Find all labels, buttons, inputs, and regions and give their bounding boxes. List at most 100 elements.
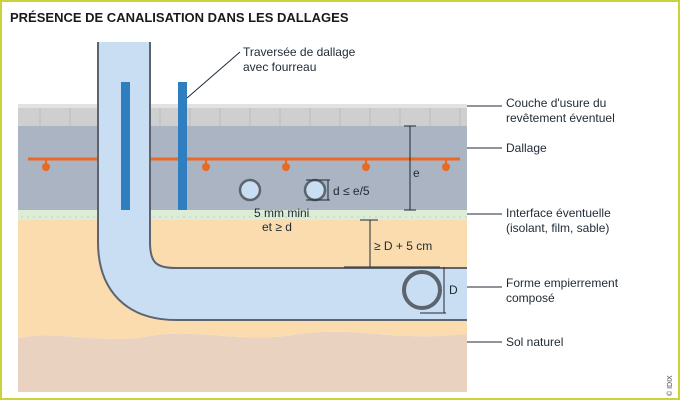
interface-dot bbox=[447, 216, 449, 218]
interface-dot bbox=[63, 216, 65, 218]
label-dallage: Dallage bbox=[506, 141, 547, 155]
interface-dot bbox=[75, 216, 77, 218]
interface-dot bbox=[339, 216, 341, 218]
interface-dot bbox=[399, 216, 401, 218]
interface-dot bbox=[87, 216, 89, 218]
interface-dot bbox=[345, 216, 347, 218]
dim-cover-label: ≥ D + 5 cm bbox=[374, 239, 432, 253]
interface-dot bbox=[243, 216, 245, 218]
interface-dot bbox=[321, 216, 323, 218]
label-couche-line2: revêtement éventuel bbox=[506, 111, 615, 125]
sleeve-right bbox=[178, 82, 187, 210]
interface-dot bbox=[429, 216, 431, 218]
interface-dot bbox=[411, 216, 413, 218]
interface-dot bbox=[459, 216, 461, 218]
interface-dot bbox=[465, 216, 467, 218]
interface-dot bbox=[273, 216, 275, 218]
interface-dot bbox=[255, 216, 257, 218]
interface-dot bbox=[57, 216, 59, 218]
interface-dot bbox=[237, 216, 239, 218]
interface-dot bbox=[309, 216, 311, 218]
interface-dot bbox=[27, 216, 29, 218]
interface-dot bbox=[69, 216, 71, 218]
natural-soil-layer bbox=[18, 331, 467, 392]
large-pipe bbox=[402, 270, 442, 310]
interface-dot bbox=[291, 216, 293, 218]
rebar-tie bbox=[202, 163, 210, 171]
vertical-pipe-fill bbox=[99, 40, 467, 319]
rebar-tie bbox=[42, 163, 50, 171]
interface-dot bbox=[387, 216, 389, 218]
interface-dot bbox=[435, 216, 437, 218]
interface-dot bbox=[165, 216, 167, 218]
credit-label: © IDIX bbox=[666, 375, 674, 396]
interface-dot bbox=[33, 216, 35, 218]
interface-dot bbox=[357, 216, 359, 218]
small-pipe-left bbox=[238, 178, 262, 202]
label-forme-line1: Forme empierrement bbox=[506, 276, 619, 290]
interface-dot bbox=[381, 216, 383, 218]
dim-d-label: d ≤ e/5 bbox=[333, 184, 370, 198]
interface-dot bbox=[183, 216, 185, 218]
dim-e-label: e bbox=[413, 166, 420, 180]
interface-dot bbox=[249, 216, 251, 218]
interface-dot bbox=[333, 216, 335, 218]
interface-dot bbox=[81, 216, 83, 218]
interface-dot bbox=[285, 216, 287, 218]
interface-dot bbox=[201, 216, 203, 218]
interface-dot bbox=[225, 216, 227, 218]
interface-dot bbox=[159, 216, 161, 218]
interface-dot bbox=[453, 216, 455, 218]
rebar-tie bbox=[362, 163, 370, 171]
interface-dot bbox=[393, 216, 395, 218]
label-traversee-line2: avec fourreau bbox=[243, 60, 316, 74]
interface-dot bbox=[195, 216, 197, 218]
rebar-tie bbox=[282, 163, 290, 171]
label-interface-line2: (isolant, film, sable) bbox=[506, 221, 609, 235]
interface-dot bbox=[177, 216, 179, 218]
interface-dot bbox=[375, 216, 377, 218]
interface-dot bbox=[189, 216, 191, 218]
interface-dot bbox=[213, 216, 215, 218]
interface-dot bbox=[423, 216, 425, 218]
label-interface-line1: Interface éventuelle bbox=[506, 206, 611, 220]
interface-dot bbox=[441, 216, 443, 218]
wear-layer-joints bbox=[39, 108, 461, 126]
interface-dot bbox=[219, 216, 221, 218]
interface-dot bbox=[405, 216, 407, 218]
spacing-note-line2: et ≥ d bbox=[262, 220, 292, 234]
interface-dot bbox=[267, 216, 269, 218]
label-forme-line2: composé bbox=[506, 291, 555, 305]
interface-dot bbox=[93, 216, 95, 218]
interface-dot bbox=[39, 216, 41, 218]
spacing-note-line1: 5 mm mini bbox=[254, 206, 309, 220]
wear-layer-top bbox=[18, 104, 467, 108]
interface-dot bbox=[207, 216, 209, 218]
sleeve-left bbox=[121, 82, 130, 210]
interface-dot bbox=[51, 216, 53, 218]
interface-dot bbox=[363, 216, 365, 218]
interface-dot bbox=[21, 216, 23, 218]
label-couche-line1: Couche d'usure du bbox=[506, 96, 606, 110]
small-pipe-right bbox=[303, 178, 327, 202]
interface-dot bbox=[279, 216, 281, 218]
rebar-tie bbox=[442, 163, 450, 171]
label-traversee-line1: Traversée de dallage bbox=[243, 45, 356, 59]
dim-D-label: D bbox=[449, 283, 458, 297]
diagram-title: PRÉSENCE DE CANALISATION DANS LES DALLAG… bbox=[10, 10, 349, 25]
interface-dot bbox=[297, 216, 299, 218]
interface-dot bbox=[417, 216, 419, 218]
leader-traversee bbox=[186, 51, 241, 99]
interface-dot bbox=[315, 216, 317, 218]
interface-dot bbox=[153, 216, 155, 218]
interface-dot bbox=[351, 216, 353, 218]
label-sol: Sol naturel bbox=[506, 335, 563, 349]
interface-dot bbox=[303, 216, 305, 218]
interface-dot bbox=[369, 216, 371, 218]
pipe-top-cut bbox=[96, 38, 152, 42]
interface-dot bbox=[171, 216, 173, 218]
interface-dots bbox=[21, 216, 467, 218]
interface-dot bbox=[261, 216, 263, 218]
